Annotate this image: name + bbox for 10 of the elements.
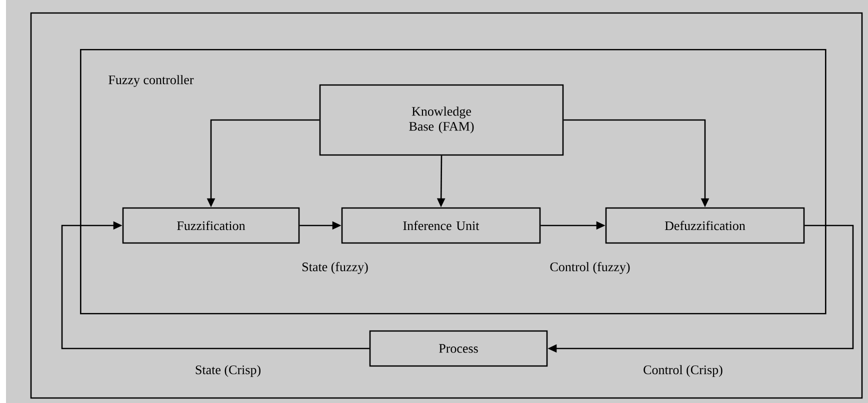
process-box: Fuzzification <box>122 207 300 244</box>
edge-label: Control (fuzzy) <box>548 261 632 275</box>
arrow <box>61 221 370 350</box>
knowledge-box: Knowledge Base (FAM) <box>319 84 564 156</box>
edge-label: State (Crisp) <box>194 364 262 378</box>
edge-label: Control (Crisp) <box>642 364 724 378</box>
process-box: Inference Unit <box>341 207 541 244</box>
edge-label: State (fuzzy) <box>300 261 370 275</box>
process-box: Process <box>369 330 548 367</box>
process-box: Defuzzification <box>605 207 805 244</box>
